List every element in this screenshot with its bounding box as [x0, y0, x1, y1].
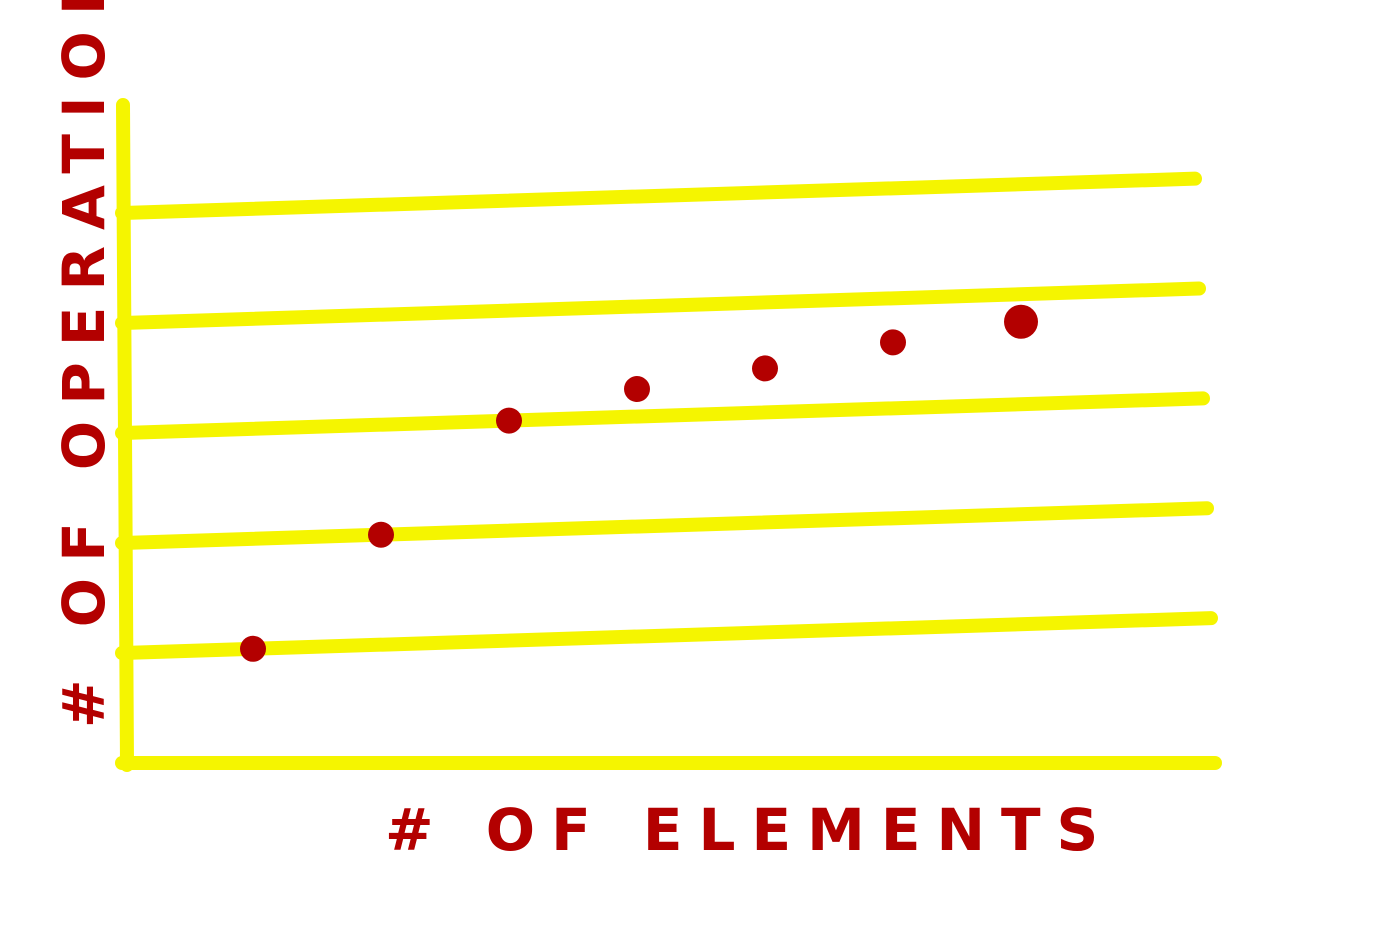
gridline	[115, 171, 1202, 220]
gridline	[115, 611, 1218, 660]
data-points	[240, 304, 1038, 662]
gridline	[115, 391, 1210, 440]
data-point	[880, 329, 906, 356]
grid-lines	[115, 171, 1222, 770]
y-axis-line	[116, 98, 134, 772]
data-point	[240, 635, 266, 662]
data-point	[496, 407, 522, 434]
x-axis-label: # OF ELEMENTS	[385, 796, 1114, 864]
y-axis-label: # OF OPERATIONS	[50, 0, 118, 728]
data-point	[368, 521, 394, 548]
gridline	[115, 501, 1214, 550]
data-point	[1004, 304, 1038, 339]
data-point	[624, 376, 650, 403]
data-point	[752, 355, 778, 382]
gridline	[115, 281, 1206, 330]
